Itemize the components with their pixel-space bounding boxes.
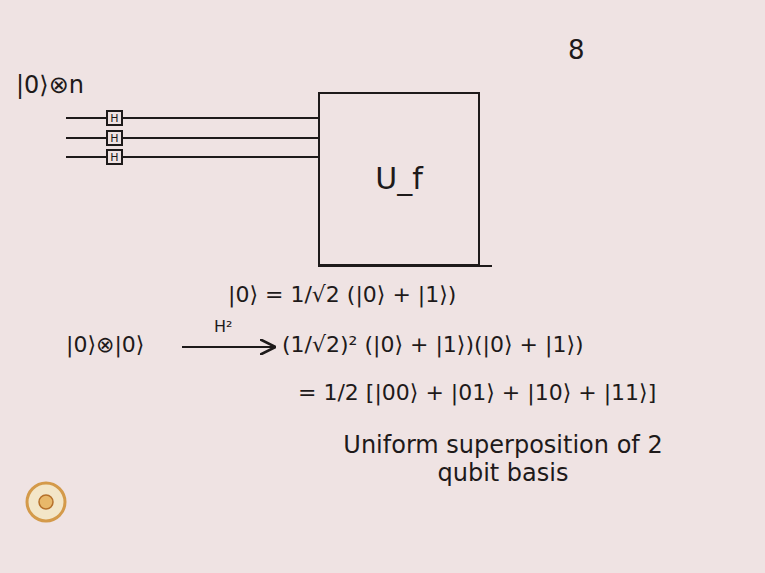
gate-box: H bbox=[106, 149, 123, 165]
input-wire bbox=[66, 156, 106, 158]
gate-box: H bbox=[106, 130, 123, 146]
gate-box: H bbox=[106, 110, 123, 126]
input-wire bbox=[66, 117, 106, 119]
operator-label: H² bbox=[214, 318, 232, 336]
unitary-box: U_f bbox=[318, 92, 480, 266]
logo bbox=[39, 495, 53, 509]
equation: |0⟩ = 1/√2 (|0⟩ + |1⟩) bbox=[228, 282, 456, 307]
input-wire bbox=[66, 137, 106, 139]
equation: |0⟩⊗|0⟩ bbox=[66, 332, 144, 357]
node-text: H bbox=[110, 113, 118, 124]
map-arrow bbox=[182, 346, 274, 348]
wire bbox=[123, 156, 318, 158]
input-state: |0⟩⊗n bbox=[16, 72, 84, 100]
node-text: U_f bbox=[375, 164, 423, 194]
note: Uniform superposition of 2 qubit basis bbox=[318, 432, 688, 487]
equation: (1/√2)² (|0⟩ + |1⟩)(|0⟩ + |1⟩) bbox=[282, 332, 584, 357]
logo bbox=[27, 483, 65, 521]
equation: = 1/2 [|00⟩ + |01⟩ + |10⟩ + |11⟩] bbox=[298, 380, 656, 405]
wire bbox=[123, 137, 318, 139]
node-text: H bbox=[110, 133, 118, 144]
page-number: 8 bbox=[568, 36, 585, 66]
wire bbox=[123, 117, 318, 119]
node-text: H bbox=[110, 152, 118, 163]
